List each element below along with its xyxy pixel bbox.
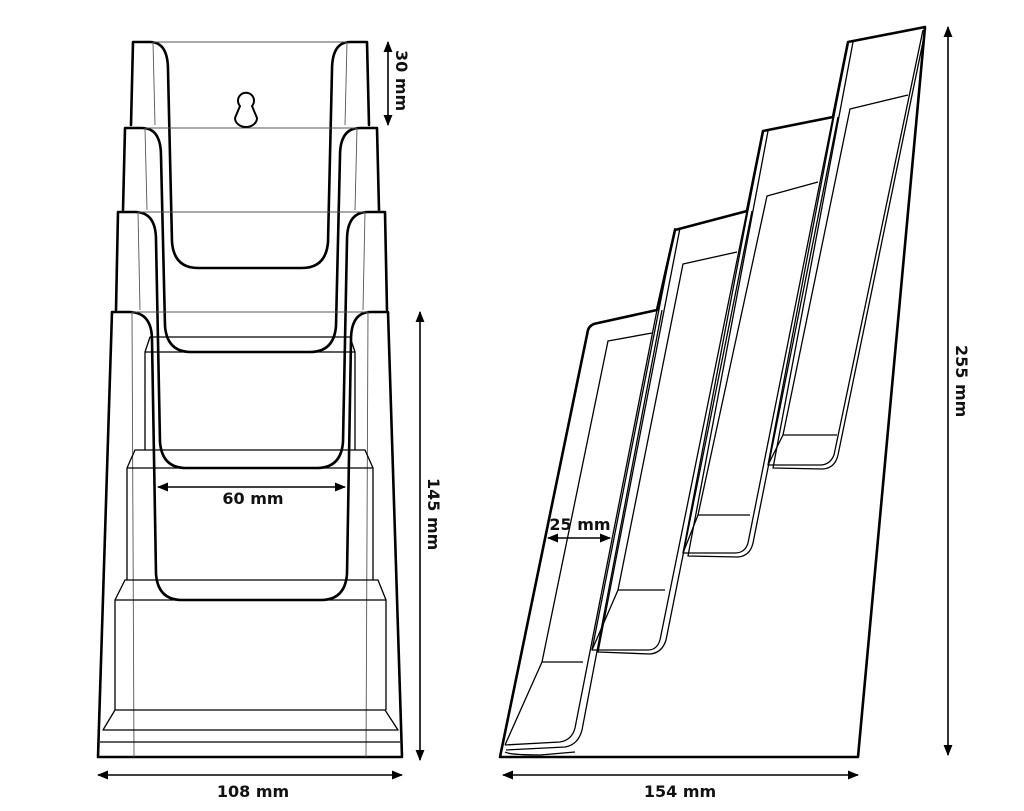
front-tier-2 bbox=[121, 126, 381, 354]
front-view bbox=[96, 40, 404, 759]
dimension-30mm: 30 mm bbox=[383, 40, 411, 127]
label-30mm: 30 mm bbox=[392, 50, 411, 111]
label-154mm: 154 mm bbox=[644, 782, 716, 801]
dimension-145mm: 145 mm bbox=[415, 310, 443, 762]
dimension-108mm: 108 mm bbox=[96, 770, 404, 801]
front-tier-back-edge-2 bbox=[144, 127, 358, 211]
front-steps bbox=[100, 336, 400, 743]
side-outline bbox=[498, 25, 927, 759]
side-view bbox=[498, 25, 927, 759]
label-145mm: 145 mm bbox=[424, 478, 443, 550]
dimension-255mm: 255 mm bbox=[943, 25, 971, 757]
keyhole-icon bbox=[234, 91, 258, 128]
front-tier-1 bbox=[129, 40, 371, 270]
dimension-60mm: 60 mm bbox=[156, 482, 347, 508]
label-108mm: 108 mm bbox=[217, 782, 289, 801]
front-tier-back-edge-1 bbox=[152, 41, 348, 126]
front-tier-3 bbox=[114, 210, 389, 470]
label-255mm: 255 mm bbox=[952, 345, 971, 417]
label-25mm: 25 mm bbox=[549, 515, 610, 534]
dimension-154mm: 154 mm bbox=[501, 770, 860, 801]
front-tier-4 bbox=[96, 310, 404, 759]
front-tier-back-edge-4 bbox=[131, 311, 369, 758]
label-60mm: 60 mm bbox=[222, 489, 283, 508]
dimension-25mm: 25 mm bbox=[546, 515, 612, 543]
front-tier-back-edge-3 bbox=[137, 211, 366, 311]
